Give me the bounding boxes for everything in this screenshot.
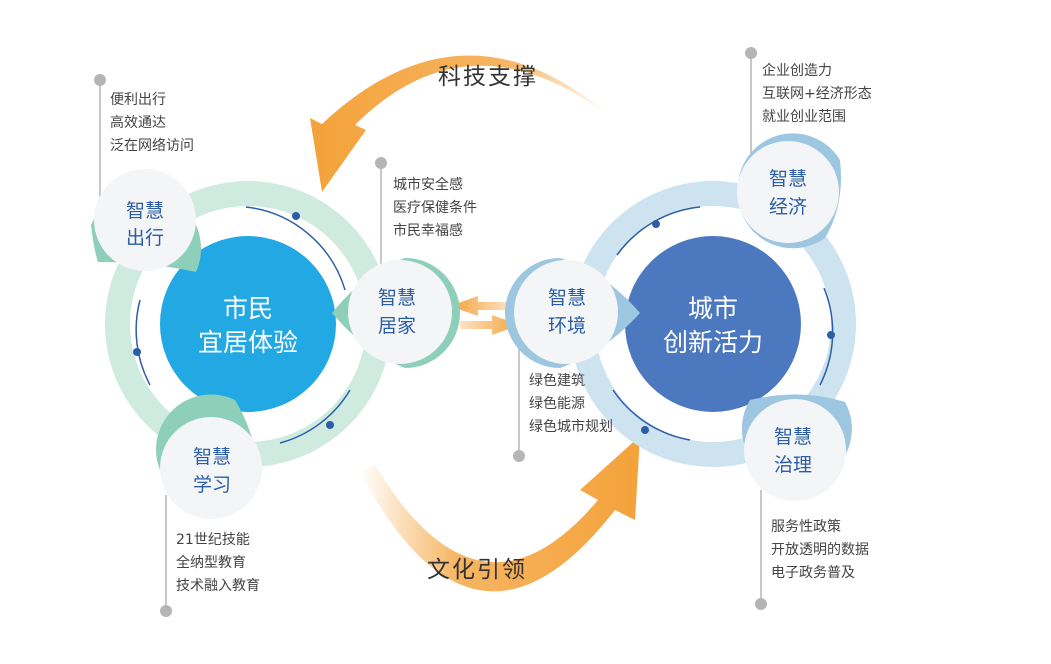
note-economy: 企业创造力 互联网+经济形态 就业创业范围	[762, 60, 872, 129]
petal-governance	[741, 394, 852, 501]
petal-travel-line1: 智慧	[125, 200, 164, 222]
petal-learning-line2: 学习	[192, 474, 231, 496]
petal-economy-line2: 经济	[768, 196, 807, 218]
petal-travel-line2: 出行	[125, 227, 164, 249]
note-learning-item-2: 全纳型教育	[176, 555, 246, 571]
bottom-arrow-shape	[360, 436, 640, 592]
note-environment-item-2: 绿色能源	[529, 396, 585, 412]
petal-environment-line1: 智慧	[547, 287, 586, 309]
right-hub-line2: 创新活力	[662, 328, 763, 357]
petal-environment	[505, 258, 640, 368]
petal-learning	[156, 394, 262, 519]
right-orbit-arc-3	[612, 389, 691, 441]
petal-home	[332, 258, 460, 368]
note-travel-item-3: 泛在网络访问	[110, 138, 194, 154]
petal-home-line2: 居家	[377, 315, 416, 337]
note-learning-item-3: 技术融入教育	[176, 578, 260, 594]
note-travel-item-1: 便利出行	[110, 92, 166, 108]
petal-travel	[91, 169, 202, 272]
note-economy-item-1: 企业创造力	[762, 63, 832, 79]
note-home-item-3: 市民幸福感	[393, 223, 463, 239]
left-orbit-arc-2	[135, 299, 151, 386]
right-orbit-dot-1	[652, 220, 660, 228]
note-economy-item-3: 就业创业范围	[762, 109, 846, 125]
right-hub-line1: 城市	[687, 294, 738, 323]
petal-governance-line2: 治理	[773, 454, 812, 476]
note-home: 城市安全感 医疗保健条件 市民幸福感	[393, 174, 477, 243]
right-orbit-dot-3	[641, 426, 649, 434]
note-governance-item-2: 开放透明的数据	[771, 542, 869, 558]
left-hub-core	[160, 236, 336, 412]
leader-dots	[94, 47, 767, 617]
arrow-left-small	[450, 296, 510, 316]
left-orbit-dot-3	[326, 421, 334, 429]
left-orbit-dot-1	[292, 212, 300, 220]
note-home-item-2: 医疗保健条件	[393, 200, 477, 216]
bottom-arrow-label: 文化引领	[427, 557, 527, 583]
note-governance-item-1: 服务性政策	[771, 519, 841, 535]
top-arrow-shape	[310, 55, 612, 193]
note-learning: 21世纪技能 全纳型教育 技术融入教育	[176, 529, 260, 598]
note-economy-item-2: 互联网+经济形态	[762, 86, 872, 102]
petal-home-line1: 智慧	[377, 287, 416, 309]
note-governance: 服务性政策 开放透明的数据 电子政务普及	[771, 516, 869, 585]
note-governance-item-3: 电子政务普及	[771, 565, 855, 581]
note-learning-item-1: 21世纪技能	[176, 532, 250, 548]
note-travel: 便利出行 高效通达 泛在网络访问	[110, 89, 194, 158]
left-orbit-dot-2	[133, 348, 141, 356]
left-orbit-arc-1	[245, 206, 346, 291]
note-travel-item-2: 高效通达	[110, 115, 166, 131]
petal-environment-line2: 环境	[547, 315, 586, 337]
top-arrow-label: 科技支撑	[438, 64, 538, 90]
leader-lines	[99, 55, 762, 610]
petal-learning-line1: 智慧	[192, 446, 231, 468]
note-home-item-1: 城市安全感	[393, 177, 463, 193]
left-orbit-arc-3	[279, 389, 351, 444]
petal-governance-line1: 智慧	[773, 426, 812, 448]
left-hub-line1: 市民	[222, 294, 273, 323]
right-orbit-dot-2	[827, 331, 835, 339]
petal-economy	[737, 133, 841, 249]
right-hub-core	[625, 236, 801, 412]
left-hub-line2: 宜居体验	[197, 328, 298, 357]
note-environment-item-1: 绿色建筑	[529, 373, 585, 389]
arrow-right-small	[460, 315, 520, 335]
note-environment: 绿色建筑 绿色能源 绿色城市规划	[529, 370, 613, 439]
note-environment-item-3: 绿色城市规划	[529, 419, 613, 435]
petal-economy-line1: 智慧	[768, 168, 807, 190]
